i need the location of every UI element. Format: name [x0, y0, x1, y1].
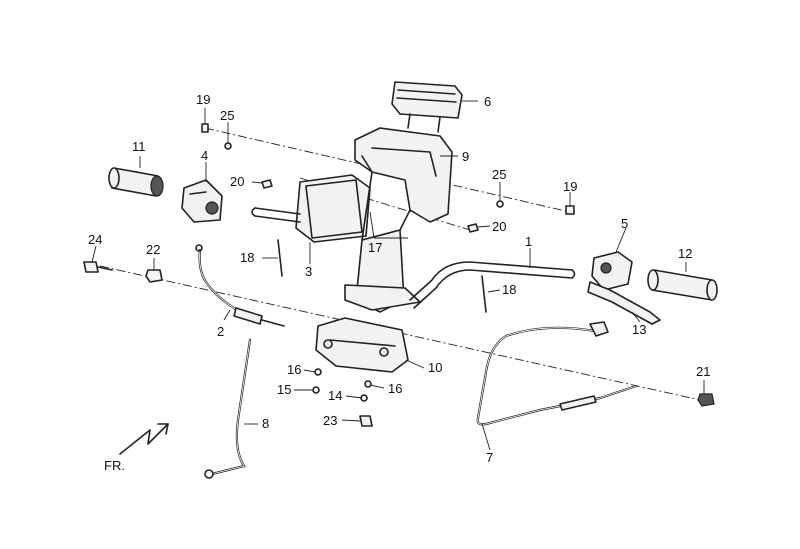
leader-lines — [91, 100, 705, 451]
callout-numbers: 1 2 3 4 5 6 7 8 9 10 11 12 13 14 15 16 1… — [88, 92, 710, 465]
callout-11: 11 — [132, 139, 146, 154]
callout-25-right: 25 — [492, 167, 506, 182]
steering-column — [344, 171, 421, 313]
handlebar-pipe — [251, 207, 576, 309]
callout-7: 7 — [486, 450, 493, 465]
callout-25-left: 25 — [220, 108, 234, 123]
throttle-cable — [195, 244, 285, 327]
callout-16-left: 16 — [287, 362, 301, 377]
callout-12: 12 — [678, 246, 692, 261]
headlight — [295, 174, 371, 243]
callout-18-left: 18 — [240, 250, 254, 265]
callout-15: 15 — [277, 382, 291, 397]
right-grip — [647, 269, 718, 301]
meter-cover — [391, 81, 463, 133]
hardware — [83, 123, 715, 427]
callout-23: 23 — [323, 413, 337, 428]
callout-19-left: 19 — [196, 92, 210, 107]
callout-24: 24 — [88, 232, 102, 247]
callout-4: 4 — [201, 148, 208, 163]
callout-14: 14 — [328, 388, 342, 403]
callout-10: 10 — [428, 360, 442, 375]
brake-cable — [476, 321, 638, 426]
callout-20-right: 20 — [492, 219, 506, 234]
left-switch — [181, 179, 223, 223]
callout-17: 17 — [368, 240, 382, 255]
callout-5: 5 — [621, 216, 628, 231]
right-switch — [591, 251, 633, 291]
front-direction-label: FR. — [104, 458, 125, 473]
callout-8: 8 — [262, 416, 269, 431]
callout-21: 21 — [696, 364, 710, 379]
callout-20-left: 20 — [230, 174, 244, 189]
callout-22: 22 — [146, 242, 160, 257]
front-direction-arrow: FR. — [104, 423, 169, 473]
callout-3: 3 — [305, 264, 312, 279]
callout-16-right: 16 — [388, 381, 402, 396]
callout-18-right: 18 — [502, 282, 516, 297]
handlebar-cover — [354, 127, 453, 223]
callout-9: 9 — [462, 149, 469, 164]
left-grip — [108, 167, 164, 197]
callout-6: 6 — [484, 94, 491, 109]
brake-lever — [587, 281, 661, 325]
callout-2: 2 — [217, 324, 224, 339]
lower-bracket — [315, 317, 409, 373]
callout-1: 1 — [525, 234, 532, 249]
callout-19-right: 19 — [563, 179, 577, 194]
cable-8 — [204, 338, 252, 479]
callout-13: 13 — [632, 322, 646, 337]
